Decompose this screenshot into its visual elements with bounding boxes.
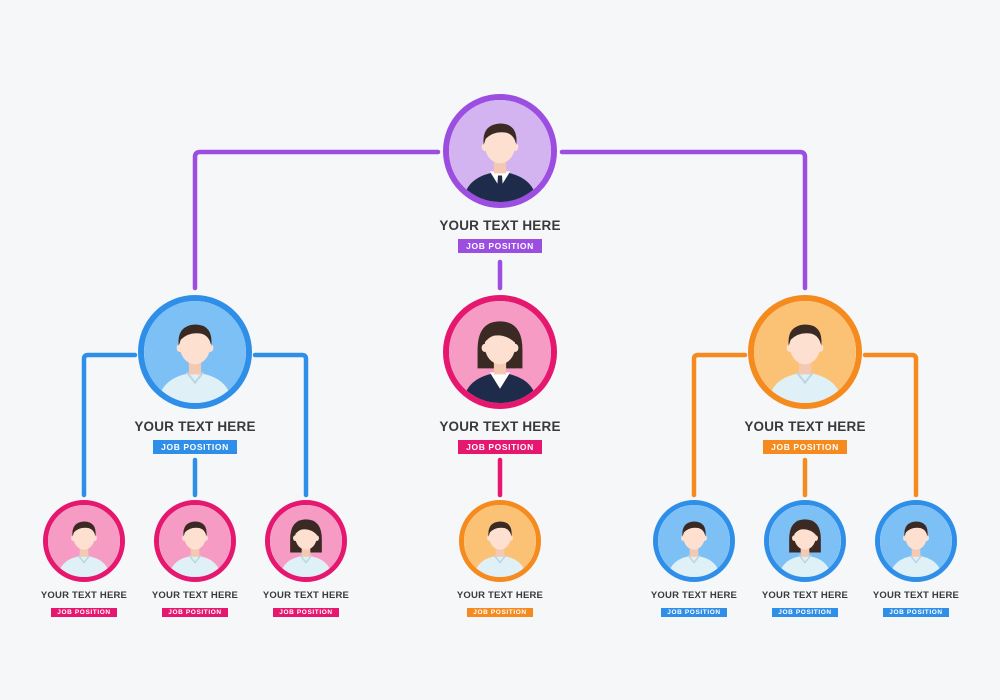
avatar-man-suit-icon (443, 94, 557, 208)
org-node-left-1[interactable]: YOUR TEXT HERE JOB POSITION (34, 500, 134, 619)
avatar-man-icon (43, 500, 125, 582)
org-node-right-2[interactable]: YOUR TEXT HERE JOB POSITION (755, 500, 855, 619)
avatar-man-icon (154, 500, 236, 582)
avatar-man-icon (138, 295, 252, 409)
job-position-badge: JOB POSITION (661, 608, 727, 617)
node-name: YOUR TEXT HERE (40, 590, 128, 601)
node-name: YOUR TEXT HERE (872, 590, 960, 601)
avatar-man-icon (459, 500, 541, 582)
avatar-man-icon (748, 295, 862, 409)
job-position-badge: JOB POSITION (458, 440, 542, 454)
job-position-badge: JOB POSITION (467, 608, 533, 617)
org-node-top[interactable]: YOUR TEXT HERE JOB POSITION (420, 94, 580, 254)
job-position-badge: JOB POSITION (162, 608, 228, 617)
avatar-woman-icon (265, 500, 347, 582)
org-node-center[interactable]: YOUR TEXT HERE JOB POSITION (420, 295, 580, 455)
connector-top-left (192, 149, 441, 291)
org-node-right[interactable]: YOUR TEXT HERE JOB POSITION (725, 295, 885, 455)
avatar-man-icon (653, 500, 735, 582)
avatar-woman-icon (764, 500, 846, 582)
node-name: YOUR TEXT HERE (744, 419, 866, 434)
job-position-badge: JOB POSITION (458, 239, 542, 253)
org-node-left-3[interactable]: YOUR TEXT HERE JOB POSITION (256, 500, 356, 619)
connector-top-right (559, 149, 808, 291)
node-name: YOUR TEXT HERE (650, 590, 738, 601)
avatar-woman-suit-icon (443, 295, 557, 409)
connector-right-3 (862, 352, 919, 498)
connector-left-1 (81, 352, 138, 498)
org-node-right-1[interactable]: YOUR TEXT HERE JOB POSITION (644, 500, 744, 619)
job-position-badge: JOB POSITION (772, 608, 838, 617)
org-node-left-2[interactable]: YOUR TEXT HERE JOB POSITION (145, 500, 245, 619)
node-name: YOUR TEXT HERE (761, 590, 849, 601)
node-name: YOUR TEXT HERE (134, 419, 256, 434)
node-name: YOUR TEXT HERE (151, 590, 239, 601)
node-name: YOUR TEXT HERE (262, 590, 350, 601)
connector-right-1 (691, 352, 748, 498)
connector-left-3 (252, 352, 309, 498)
node-name: YOUR TEXT HERE (439, 218, 561, 233)
job-position-badge: JOB POSITION (51, 608, 117, 617)
node-name: YOUR TEXT HERE (456, 590, 544, 601)
org-node-left[interactable]: YOUR TEXT HERE JOB POSITION (115, 295, 275, 455)
job-position-badge: JOB POSITION (763, 440, 847, 454)
avatar-man-icon (875, 500, 957, 582)
org-node-center-1[interactable]: YOUR TEXT HERE JOB POSITION (450, 500, 550, 619)
job-position-badge: JOB POSITION (153, 440, 237, 454)
job-position-badge: JOB POSITION (273, 608, 339, 617)
job-position-badge: JOB POSITION (883, 608, 949, 617)
org-node-right-3[interactable]: YOUR TEXT HERE JOB POSITION (866, 500, 966, 619)
node-name: YOUR TEXT HERE (439, 419, 561, 434)
